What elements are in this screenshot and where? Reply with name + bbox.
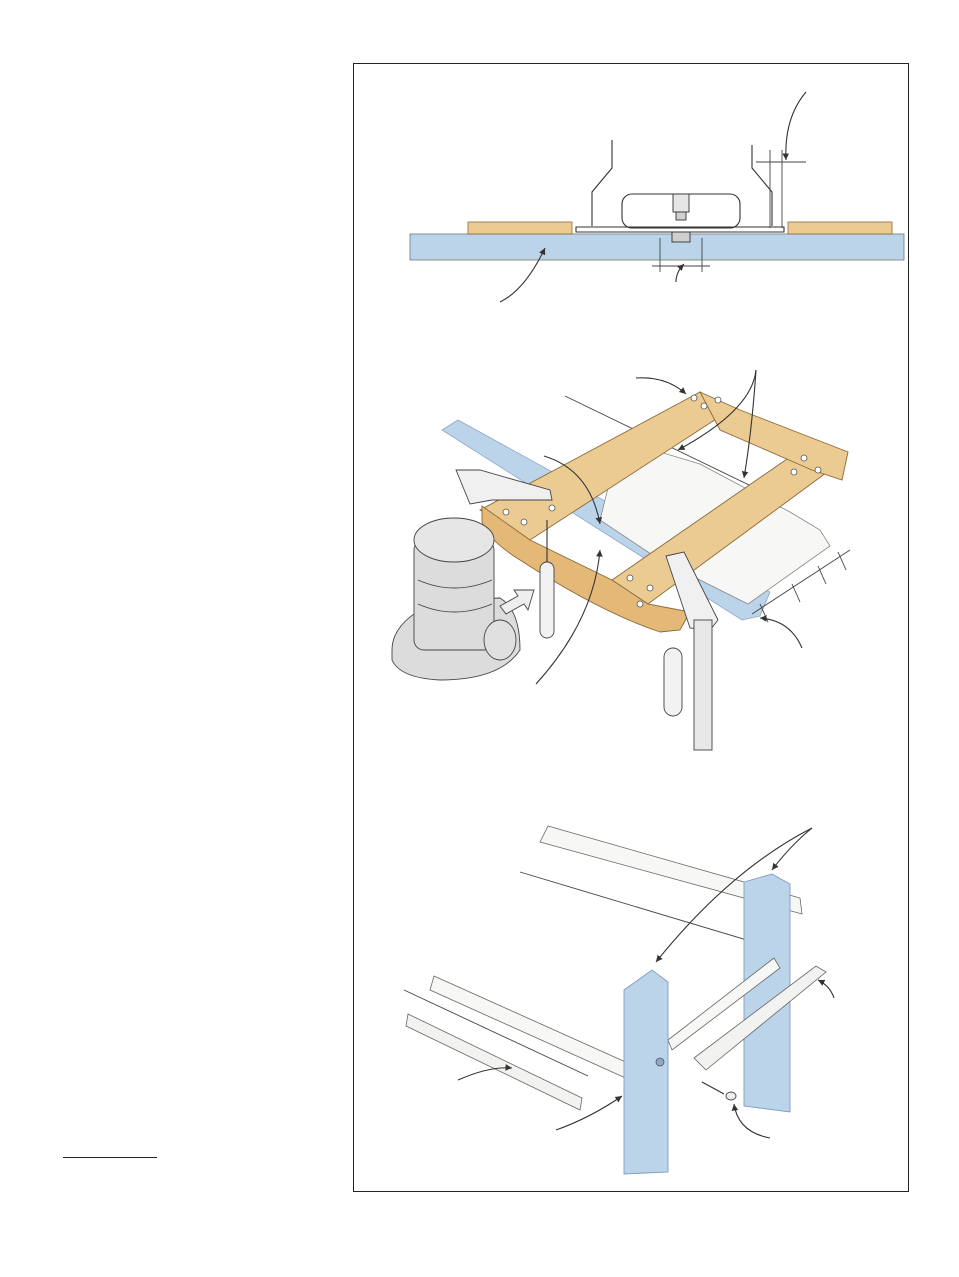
leader-arrow-icon [759, 615, 803, 649]
leader-arrow-icon [675, 263, 685, 283]
leader-arrow-icon [677, 369, 757, 451]
rail-icon [693, 965, 827, 1071]
wood-guide-strip-icon [787, 221, 893, 235]
leader-arrow-icon [782, 91, 807, 161]
leader-arrow-icon [655, 827, 813, 963]
feed-arrow-icon [499, 589, 535, 615]
leader-arrow-icon [771, 827, 813, 871]
leader-arrow-icon [535, 549, 603, 685]
rail-icon [539, 825, 803, 915]
rail-icon [667, 957, 781, 1051]
leader-arrow-icon [817, 979, 835, 999]
rail-icon [405, 1013, 583, 1111]
leader-arrow-icon [457, 1064, 513, 1081]
post-icon [623, 969, 669, 1175]
plunge-router-icon [391, 517, 521, 681]
wood-guide-strip-icon [467, 221, 573, 235]
footnote-rule [63, 1157, 157, 1158]
rail-icon [429, 975, 631, 1081]
nail-icon [701, 1081, 737, 1101]
leader-arrow-icon [555, 1095, 623, 1131]
illustration-frame [353, 63, 909, 1192]
bar-clamp-icon [663, 551, 719, 751]
router-setup-section [409, 91, 905, 303]
leader-arrow-icon [543, 455, 603, 525]
leader-arrow-icon [499, 247, 546, 303]
table-base [409, 233, 905, 261]
router-base-icon [575, 226, 785, 233]
bar-clamp-icon [455, 469, 555, 639]
straight-bit-icon [671, 193, 691, 243]
leader-arrow-icon [635, 377, 687, 395]
rail-and-stile-assembly [403, 825, 835, 1175]
leader-arrow-icon [731, 1103, 771, 1139]
leader-arrow-icon [741, 369, 757, 479]
routing-jig-assembly [391, 369, 851, 751]
